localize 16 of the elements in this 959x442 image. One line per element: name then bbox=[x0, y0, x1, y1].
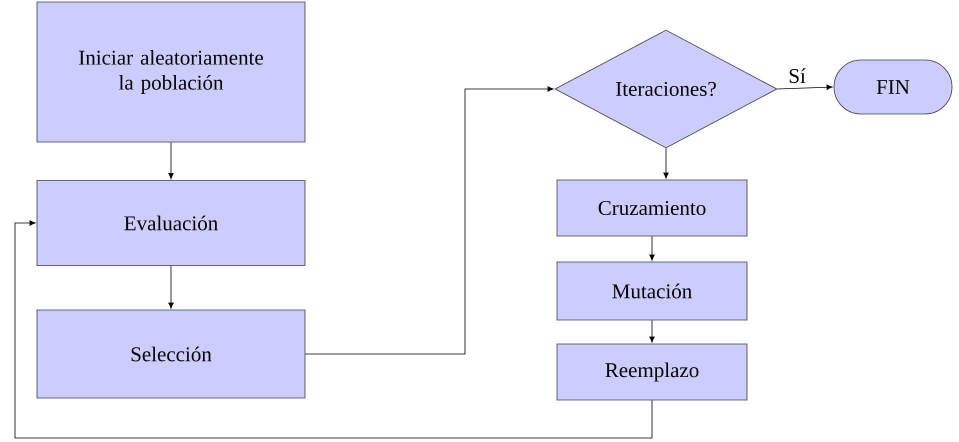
arrow bbox=[649, 320, 655, 343]
arrow bbox=[168, 142, 174, 180]
process-box: Selección bbox=[36, 310, 306, 398]
arrow bbox=[168, 266, 174, 309]
process-box: Mutación bbox=[556, 262, 748, 320]
arrow bbox=[663, 148, 669, 179]
arrow bbox=[649, 236, 655, 261]
arrow bbox=[777, 84, 833, 90]
arrow bbox=[14, 220, 652, 438]
edge-label: Sí bbox=[790, 68, 806, 84]
process-box: Reemplazo bbox=[556, 344, 748, 400]
arrow bbox=[305, 86, 554, 354]
terminator-box: FIN bbox=[834, 60, 952, 114]
process-box: Iniciar aleatoriamente la población bbox=[36, 2, 306, 142]
process-box: Cruzamiento bbox=[556, 180, 748, 236]
process-box: Evaluación bbox=[36, 180, 306, 266]
